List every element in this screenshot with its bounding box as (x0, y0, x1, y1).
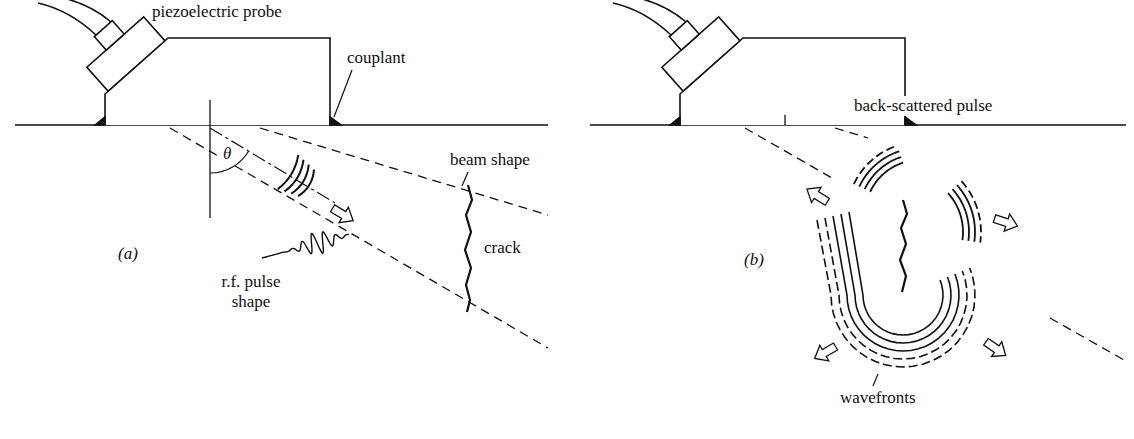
label-text: couplant (345, 48, 408, 68)
label-text: back-scattered pulse (852, 96, 994, 116)
transducer-body (662, 17, 740, 91)
label-text: (b) (742, 250, 766, 270)
couplant-fillet (905, 117, 916, 125)
direction-arrow (802, 181, 832, 209)
backscatter-wavefront (854, 146, 898, 185)
angle-probe (38, 0, 341, 125)
crack (465, 185, 472, 312)
backscatter-wavefront (870, 163, 903, 192)
transducer-body (87, 17, 165, 91)
probe-cable (38, 3, 96, 35)
beam-edge (1050, 318, 1124, 360)
leader-line (873, 374, 878, 386)
wave-strokes (262, 146, 1020, 367)
pulse-wavefront (298, 170, 314, 197)
index-mark (784, 115, 785, 125)
diffracted-wavefront (841, 214, 951, 343)
diffracted-wavefront (849, 212, 943, 335)
beam-axis (210, 128, 335, 203)
diffracted-wavefront (833, 216, 959, 351)
transducer-connector (669, 21, 699, 50)
rf-waveform (262, 232, 349, 258)
beam-edge (745, 128, 832, 178)
surface-normal (209, 100, 210, 218)
couplant-fillet (95, 117, 105, 125)
label-text: r.f. pulse shape (212, 272, 290, 311)
direction-arrow (810, 339, 840, 367)
leader-line (334, 70, 352, 117)
transducer-connector (94, 21, 124, 50)
label-text: beam shape (448, 150, 532, 170)
probe-cable (613, 3, 671, 35)
diffracted-wavefront (825, 218, 967, 359)
crack (900, 200, 907, 292)
label-text: crack (482, 238, 523, 258)
beam-edge (835, 128, 868, 138)
couplant-fillet (670, 117, 680, 125)
label-text: θ (221, 144, 233, 164)
pulse-wavefront (278, 155, 299, 189)
transmitted-wavefront (961, 181, 981, 242)
label-text: wavefronts (838, 388, 918, 408)
probe-cable (630, 0, 686, 22)
label-text: (a) (116, 244, 140, 264)
diffracted-wavefront (817, 220, 975, 367)
transmitted-wavefront (957, 185, 975, 242)
label-text: piezoelectric probe (150, 2, 284, 22)
probe-cable (55, 0, 111, 22)
direction-arrow (981, 334, 1011, 363)
direction-arrow (328, 201, 358, 229)
leader-line (462, 172, 468, 186)
beam-edge (260, 128, 548, 215)
beam-edge (170, 128, 548, 348)
direction-arrow (992, 210, 1020, 235)
couplant-fillet (330, 117, 341, 125)
backscatter-wavefront (859, 151, 899, 186)
transducer (650, 3, 740, 91)
